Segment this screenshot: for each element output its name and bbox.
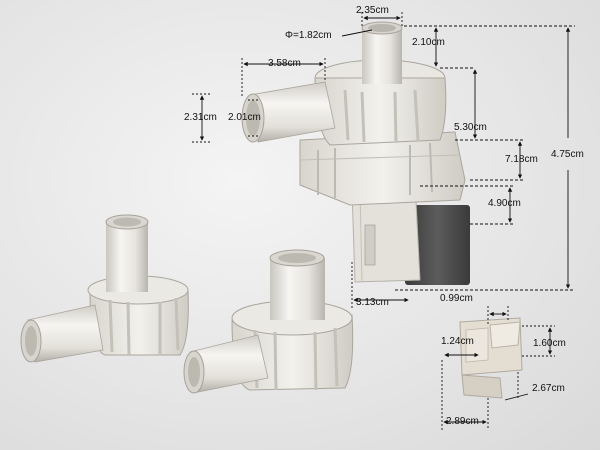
dimension-lines <box>192 12 575 430</box>
dim-connector-height: 4.90cm <box>488 198 521 209</box>
pump-view-left <box>20 214 189 363</box>
pump-view-right <box>183 249 354 394</box>
dim-outlet-inner-diameter: Φ=1.82cm <box>285 30 332 41</box>
dim-clip-base-width: 2.89cm <box>446 416 479 427</box>
main-pump <box>241 21 470 285</box>
dim-clip-width: 0.99cm <box>440 293 473 304</box>
dim-clip-foot: 2.67cm <box>532 383 565 394</box>
dim-body-height-lower: 7.18cm <box>505 154 538 165</box>
dim-total-height: 4.75cm <box>551 149 584 160</box>
dim-outlet-height: 2.10cm <box>412 37 445 48</box>
dim-clip-depth: 1.24cm <box>441 336 474 347</box>
dim-body-height-upper: 5.30cm <box>454 122 487 133</box>
dim-outlet-width: 2.35cm <box>356 5 389 16</box>
clip-part <box>459 317 523 399</box>
dim-inlet-length: 3.58cm <box>268 58 301 69</box>
dim-base-offset: 3.13cm <box>356 297 389 308</box>
dim-inlet-outer-height: 2.31cm <box>184 112 217 123</box>
dim-clip-height: 1.60cm <box>533 338 566 349</box>
dim-inlet-inner-height: 2.01cm <box>228 112 261 123</box>
